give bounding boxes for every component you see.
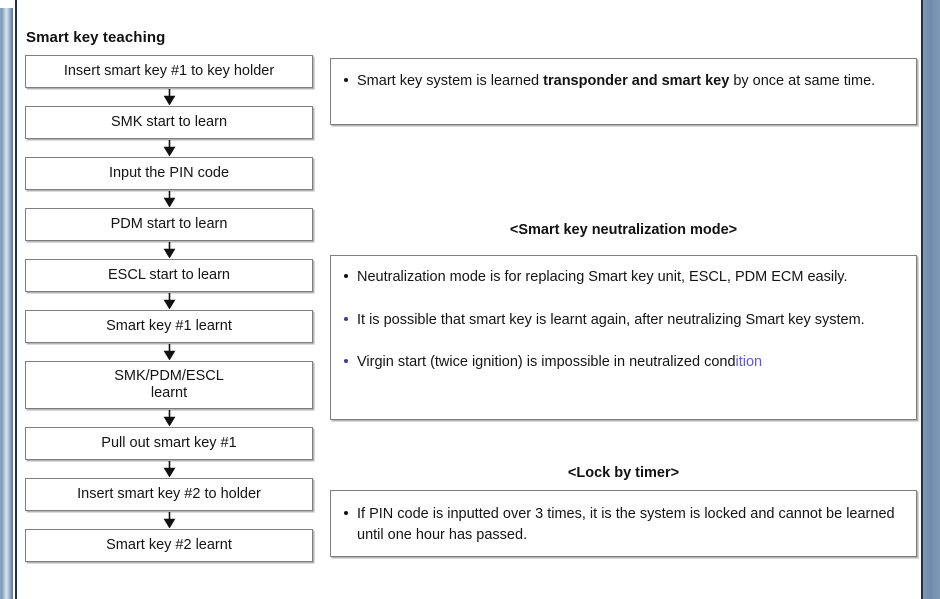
- flow-arrow-down-icon: [25, 139, 313, 157]
- list-item: It is possible that smart key is learnt …: [343, 310, 902, 331]
- right-vertical-rule: [921, 0, 923, 599]
- bullet-icon: [344, 78, 348, 82]
- flow-arrow-down-icon: [25, 241, 313, 259]
- list-item: If PIN code is inputted over 3 times, it…: [343, 504, 902, 545]
- flow-step-label-line2: learnt: [150, 385, 188, 401]
- flow-step-7: SMK/PDM/ESCL learnt: [25, 361, 313, 409]
- flow-step-5: ESCL start to learn: [25, 259, 313, 292]
- flow-step-1: Insert smart key #1 to key holder: [25, 55, 313, 88]
- flow-step-8: Pull out smart key #1: [25, 427, 313, 460]
- flow-arrow-down-icon: [25, 88, 313, 106]
- flow-arrow-down-icon: [25, 409, 313, 427]
- list-item: Neutralization mode is for replacing Sma…: [343, 267, 902, 288]
- flow-arrow-down-icon: [25, 343, 313, 361]
- bullet-icon: [344, 359, 348, 364]
- left-vertical-rule: [15, 0, 17, 599]
- flow-step-label: Insert smart key #1 to key holder: [63, 62, 275, 79]
- flow-step-label: PDM start to learn: [110, 215, 228, 232]
- lock-by-timer-note-box: If PIN code is inputted over 3 times, it…: [330, 490, 917, 557]
- list-item: Smart key system is learned transponder …: [343, 71, 902, 92]
- flow-step-label: Pull out smart key #1: [101, 434, 237, 451]
- flow-step-4: PDM start to learn: [25, 208, 313, 241]
- flow-step-label: Insert smart key #2 to holder: [77, 485, 261, 502]
- list-item: Virgin start (twice ignition) is impossi…: [343, 352, 902, 373]
- flow-arrow-down-icon: [25, 460, 313, 478]
- bullet-icon: [344, 511, 348, 515]
- flow-step-label: SMK start to learn: [110, 113, 228, 130]
- bullet-icon: [344, 274, 348, 278]
- flow-step-10: Smart key #2 learnt: [25, 529, 313, 562]
- flow-step-label: Input the PIN code: [108, 164, 230, 181]
- flow-step-label: Smart key #1 learnt: [106, 317, 232, 334]
- bullet-text-before: Smart key system is learned: [357, 73, 544, 89]
- section-heading-neutralization: <Smart key neutralization mode>: [509, 222, 738, 238]
- overview-bullet-list: Smart key system is learned transponder …: [343, 71, 902, 92]
- bullet-text: If PIN code is inputted over 3 times, it…: [357, 506, 895, 543]
- page-title: Smart key teaching: [26, 29, 166, 46]
- flow-step-label: ESCL start to learn: [108, 266, 230, 283]
- flow-step-9: Insert smart key #2 to holder: [25, 478, 313, 511]
- bullet-text-tail: ition: [735, 354, 763, 371]
- section-heading-lock-by-timer: <Lock by timer>: [567, 465, 680, 481]
- bullet-text-after: by once at same time.: [729, 73, 876, 89]
- neutralization-note-box: Neutralization mode is for replacing Sma…: [330, 255, 917, 420]
- flow-arrow-down-icon: [25, 511, 313, 529]
- smart-key-teaching-flowchart: Insert smart key #1 to key holder SMK st…: [25, 55, 321, 562]
- bullet-icon: [344, 316, 348, 321]
- left-accent-bar: [0, 8, 13, 599]
- flow-arrow-down-icon: [25, 190, 313, 208]
- flow-step-3: Input the PIN code: [25, 157, 313, 190]
- flow-step-6: Smart key #1 learnt: [25, 310, 313, 343]
- bullet-text-bold: transponder and smart key: [543, 73, 730, 89]
- flow-step-label: SMK/PDM/ESCL: [114, 367, 224, 384]
- flow-step-label: Smart key #2 learnt: [106, 536, 232, 553]
- slide-canvas: Smart key teaching Insert smart key #1 t…: [17, 0, 921, 599]
- bullet-text: Virgin start (twice ignition) is impossi…: [357, 354, 736, 371]
- lock-by-timer-bullet-list: If PIN code is inputted over 3 times, it…: [343, 504, 902, 545]
- flow-arrow-down-icon: [25, 292, 313, 310]
- flow-step-2: SMK start to learn: [25, 106, 313, 139]
- overview-note-box: Smart key system is learned transponder …: [330, 58, 917, 125]
- bullet-text: It is possible that smart key is learnt …: [357, 311, 865, 328]
- right-accent-bar: [923, 0, 940, 599]
- neutralization-bullet-list: Neutralization mode is for replacing Sma…: [343, 267, 902, 373]
- bullet-text: Neutralization mode is for replacing Sma…: [357, 269, 848, 285]
